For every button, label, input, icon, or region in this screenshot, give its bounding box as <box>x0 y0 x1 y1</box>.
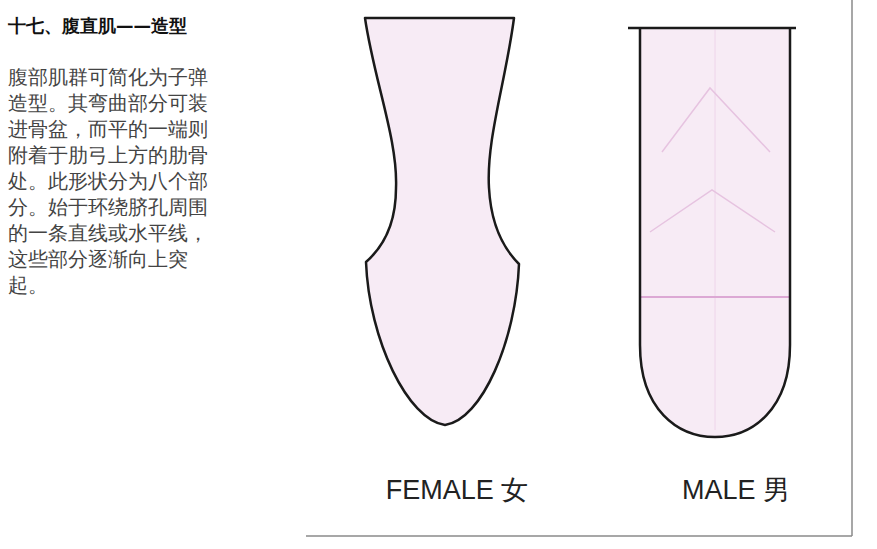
male-abdomen-fill <box>640 28 790 437</box>
guide-line <box>650 190 775 232</box>
female-abdomen-shape <box>365 18 519 425</box>
shape-label: MALE 男 <box>621 474 851 506</box>
guide-line <box>715 30 716 430</box>
shape-label: FEMALE 女 <box>342 474 572 506</box>
description-text: 腹部肌群可简化为子弹造型。其弯曲部分可装进骨盆，而平的一端则附着于肋弓上方的肋骨… <box>8 64 214 298</box>
guide-line <box>641 296 789 298</box>
panel-border <box>851 0 853 536</box>
section-title: 十七、腹直肌——造型 <box>8 15 187 37</box>
male-abdomen-shape <box>628 27 796 30</box>
panel-border <box>306 535 852 537</box>
male-abdomen-shape <box>640 28 790 437</box>
guide-line <box>662 88 770 152</box>
